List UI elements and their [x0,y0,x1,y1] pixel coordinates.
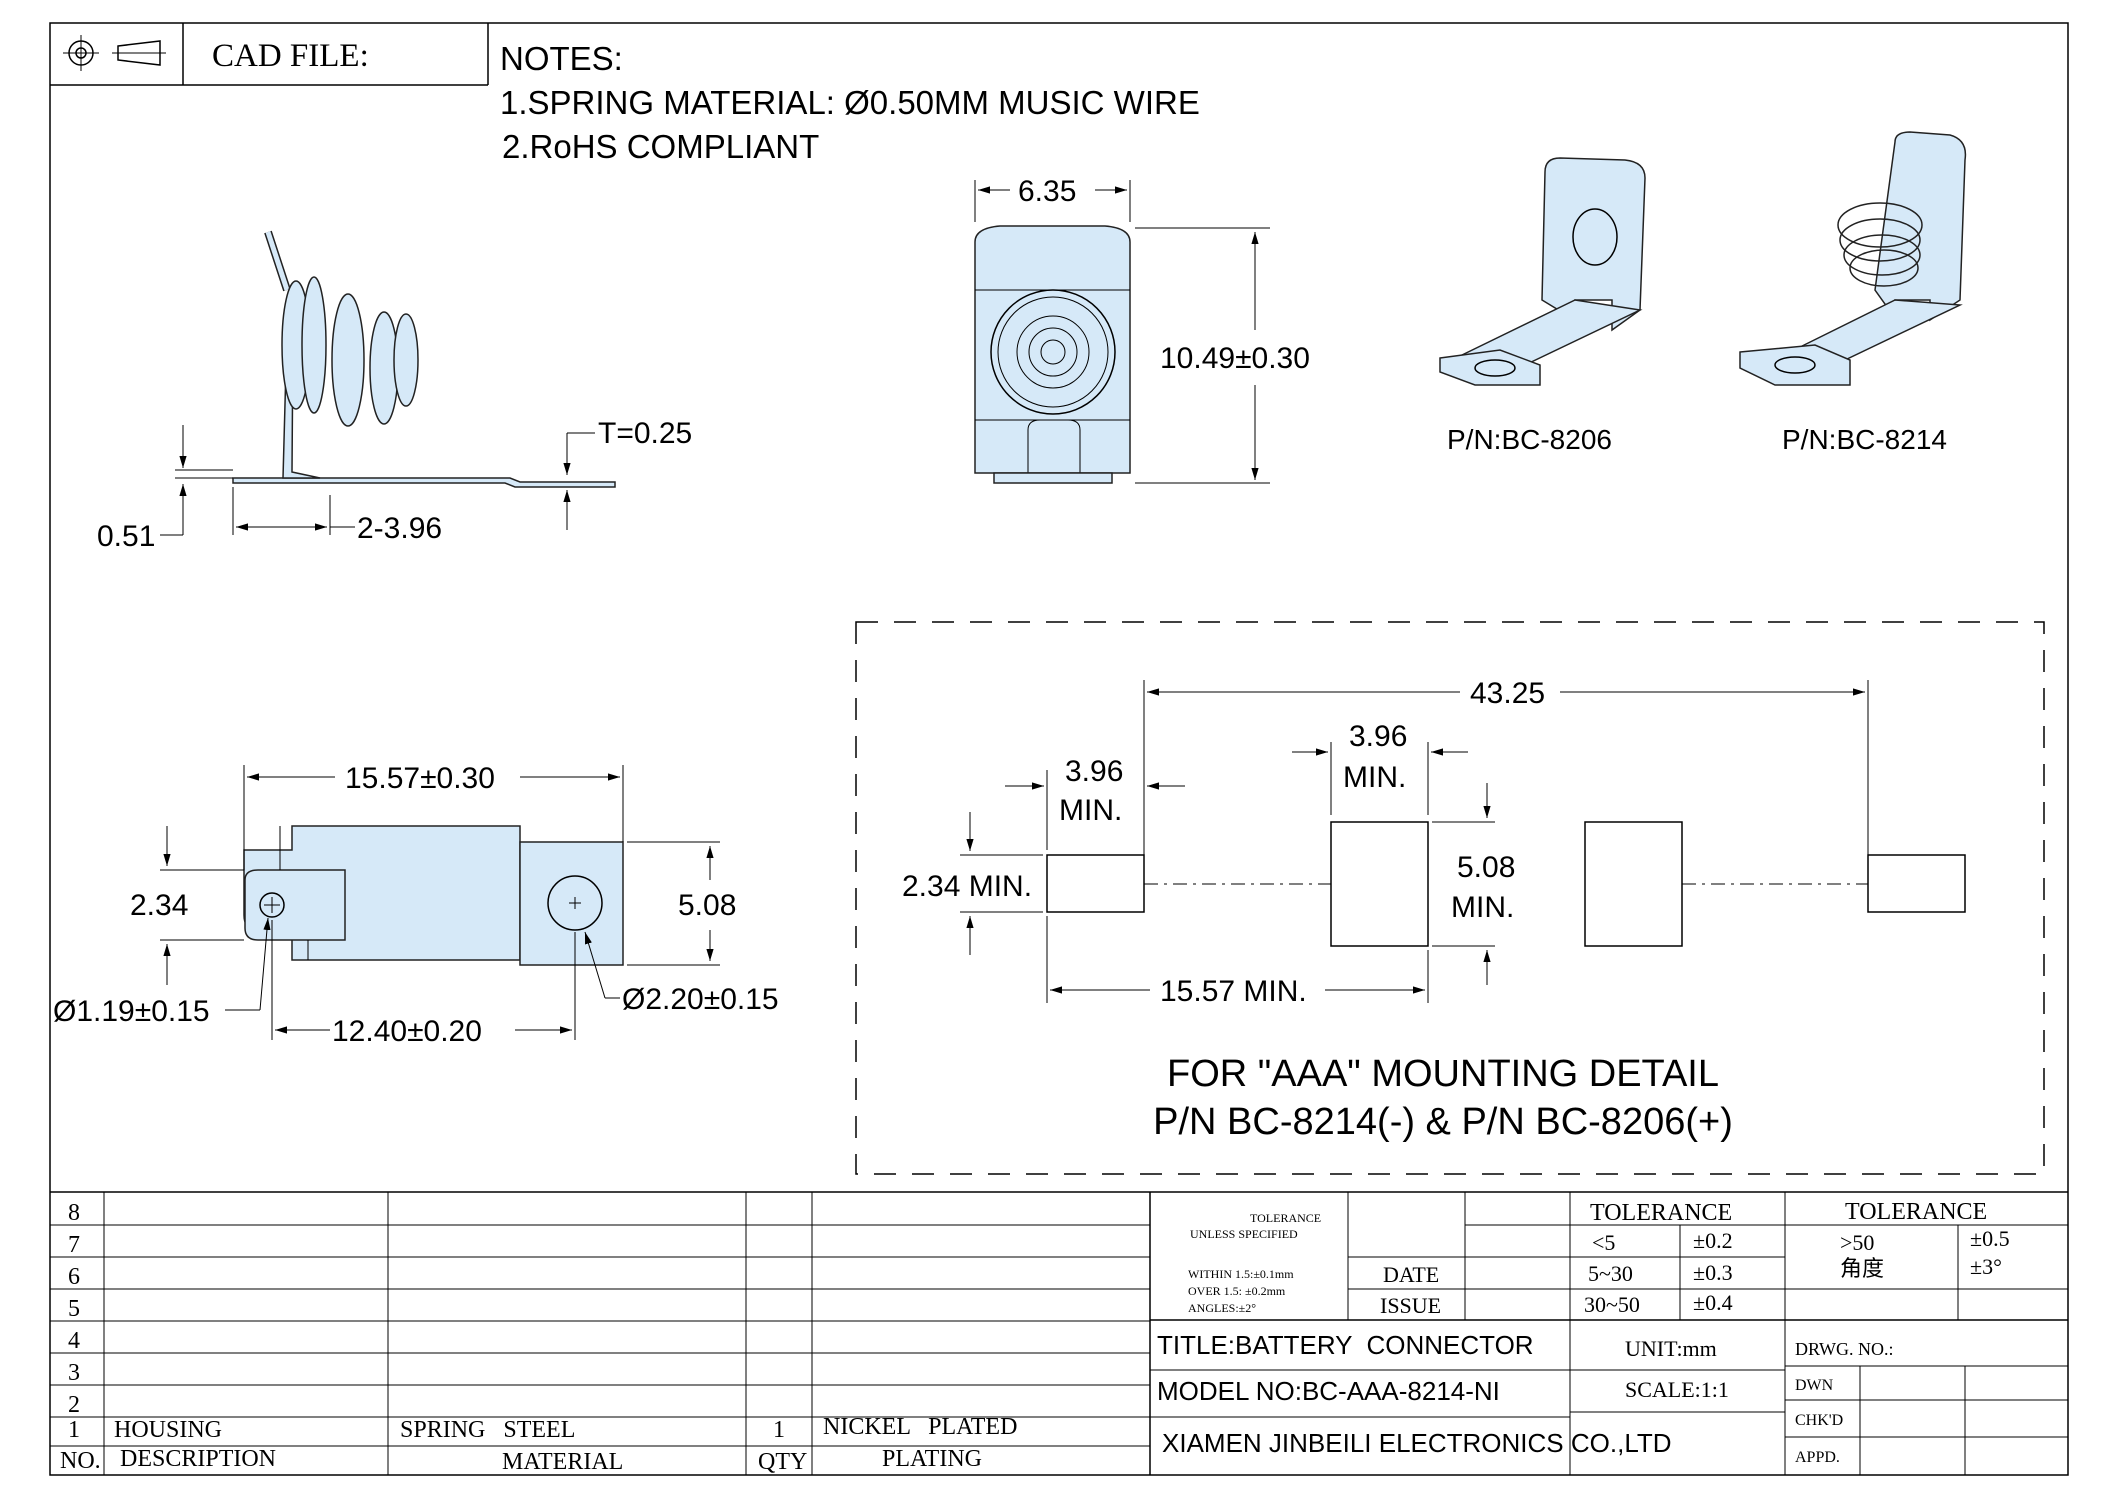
tol-angles: ANGLES:±2° [1188,1301,1256,1315]
dim-pitch: 2-3.96 [357,512,442,545]
dim-hole-large: Ø2.20±0.15 [622,983,779,1016]
cad-file-box: CAD FILE: [50,23,489,86]
pn-bc8214: P/N:BC-8214 [1782,424,1947,455]
bom-item-qty: 1 [773,1417,785,1443]
bom-row-number: 3 [68,1360,80,1386]
bom-item-material: SPRING STEEL [400,1417,575,1443]
bom-row-number: 8 [68,1200,80,1226]
dim-hole-pitch: 12.40±0.20 [332,1015,482,1048]
mounting-pad [1046,854,1145,913]
bom-head-desc: DESCRIPTION [120,1446,276,1472]
date-label: DATE [1383,1262,1439,1287]
issue-label: ISSUE [1380,1293,1441,1318]
tol-range: <5 [1592,1230,1615,1255]
mounting-frame [855,621,2045,1175]
tol-over: OVER 1.5: ±0.2mm [1188,1284,1286,1298]
title-block: TOLERANCE UNLESS SPECIFIED WITHIN 1.5:±0… [1150,1192,2068,1475]
approved-label: APPD. [1795,1449,1840,1466]
dim-hole-small: Ø1.19±0.15 [53,995,210,1028]
tol-within: WITHIN 1.5:±0.1mm [1188,1267,1294,1281]
bom-head-no: NO. [60,1448,101,1474]
bom-row-number: 6 [68,1264,80,1290]
spring-coil-iso [1837,202,1923,287]
dwn-label: DWN [1795,1377,1834,1394]
dim-span: 43.25 [1470,677,1545,710]
dim-tab-height: 2.34 [130,889,188,922]
notes-title: NOTES: [500,40,623,77]
tol-label-2: UNLESS SPECIFIED [1190,1227,1298,1241]
dim-bottom-width: 5.08 [678,889,736,922]
company-name: XIAMEN JINBEILI ELECTRONICS CO.,LTD [1162,1428,1672,1458]
bom-head-plating: PLATING [882,1446,982,1472]
tol-head-1: TOLERANCE [1590,1200,1732,1226]
bom-item-plating: NICKEL PLATED [823,1414,1017,1440]
bom-head-material: MATERIAL [502,1449,623,1475]
iso-view-bc8214: P/N:BC-8214 [1739,131,1967,455]
dim-height: 0.51 [97,520,155,553]
cad-file-label: CAD FILE: [212,38,369,74]
note-1: 1.SPRING MATERIAL: Ø0.50MM MUSIC WIRE [500,84,1200,121]
dim-gap: 15.57 MIN. [1160,975,1307,1008]
iso-view-bc8206: P/N:BC-8206 [1439,157,1646,455]
checked-label: CHK'D [1795,1412,1843,1429]
projection-symbol-icon [63,35,166,71]
dim-pad-width-mid: 3.96 [1349,720,1407,753]
small-hole [259,892,285,918]
bom-item-desc: HOUSING [114,1417,222,1443]
bom-table: 8 7 6 5 4 3 2 1 HOUSING SPRING STEEL 1 N… [50,1191,2068,1475]
dim-pad-width-mid-min: MIN. [1343,761,1406,794]
large-hole [547,875,603,931]
bom-item-no: 1 [68,1417,80,1443]
dim-width: 6.35 [1018,175,1076,208]
tol-range: 5~30 [1588,1261,1633,1286]
note-2: 2.RoHS COMPLIANT [502,128,819,165]
dim-pad-height: 2.34 MIN. [902,870,1032,903]
dim-thickness: T=0.25 [598,417,692,450]
mounting-detail: 43.25 3.96 MIN. 3.96 MIN. 2.34 MIN. 5.08… [855,621,2045,1175]
dim-pad-width-left-min: MIN. [1059,794,1122,827]
scale-label: SCALE:1:1 [1625,1377,1729,1402]
front-view: 6.35 10.49±0.30 [974,175,1310,484]
spring-coil [281,276,419,427]
tol-label-1: TOLERANCE [1250,1211,1321,1225]
tol-range: 30~50 [1584,1292,1640,1317]
bom-row-number: 2 [68,1392,80,1418]
side-view: T=0.25 0.51 2-3.96 [97,230,692,553]
pn-bc8206: P/N:BC-8206 [1447,424,1612,455]
tol-value: ±0.4 [1693,1290,1733,1315]
tol-range: 角度 [1840,1256,1884,1281]
mounting-title-1: FOR "AAA" MOUNTING DETAIL [1167,1053,1719,1095]
drawing-title: TITLE:BATTERY CONNECTOR [1157,1330,1534,1360]
mounting-pad [1584,821,1683,947]
dim-pad-width-left: 3.96 [1065,755,1123,788]
dim-height-front: 10.49±0.30 [1160,342,1310,375]
tol-value: ±0.3 [1693,1260,1733,1285]
dim-big-pad-height: 5.08 [1457,851,1515,884]
bom-row-number: 4 [68,1328,80,1354]
mounting-pad [1330,821,1429,947]
bottom-view: 15.57±0.30 2.34 5.08 Ø1.19±0.15 Ø2.20±0.… [53,762,779,1048]
unit-label: UNIT:mm [1625,1336,1717,1361]
tol-value: ±0.5 [1970,1226,2010,1251]
bom-row-number: 5 [68,1296,80,1322]
tol-range: >50 [1840,1230,1874,1255]
sheet-border [49,22,2069,1476]
bom-head-qty: QTY [758,1449,807,1475]
tol-value: ±3° [1970,1254,2002,1279]
tol-value: ±0.2 [1693,1228,1733,1253]
drawing-number-label: DRWG. NO.: [1795,1339,1894,1359]
model-number: MODEL NO:BC-AAA-8214-NI [1157,1376,1500,1406]
mounting-pad [1867,854,1966,913]
tol-head-2: TOLERANCE [1845,1199,1987,1225]
dim-big-pad-height-min: MIN. [1451,891,1514,924]
dim-length: 15.57±0.30 [345,762,495,795]
bom-row-number: 7 [68,1232,80,1258]
mounting-title-2: P/N BC-8214(-) & P/N BC-8206(+) [1153,1101,1733,1143]
